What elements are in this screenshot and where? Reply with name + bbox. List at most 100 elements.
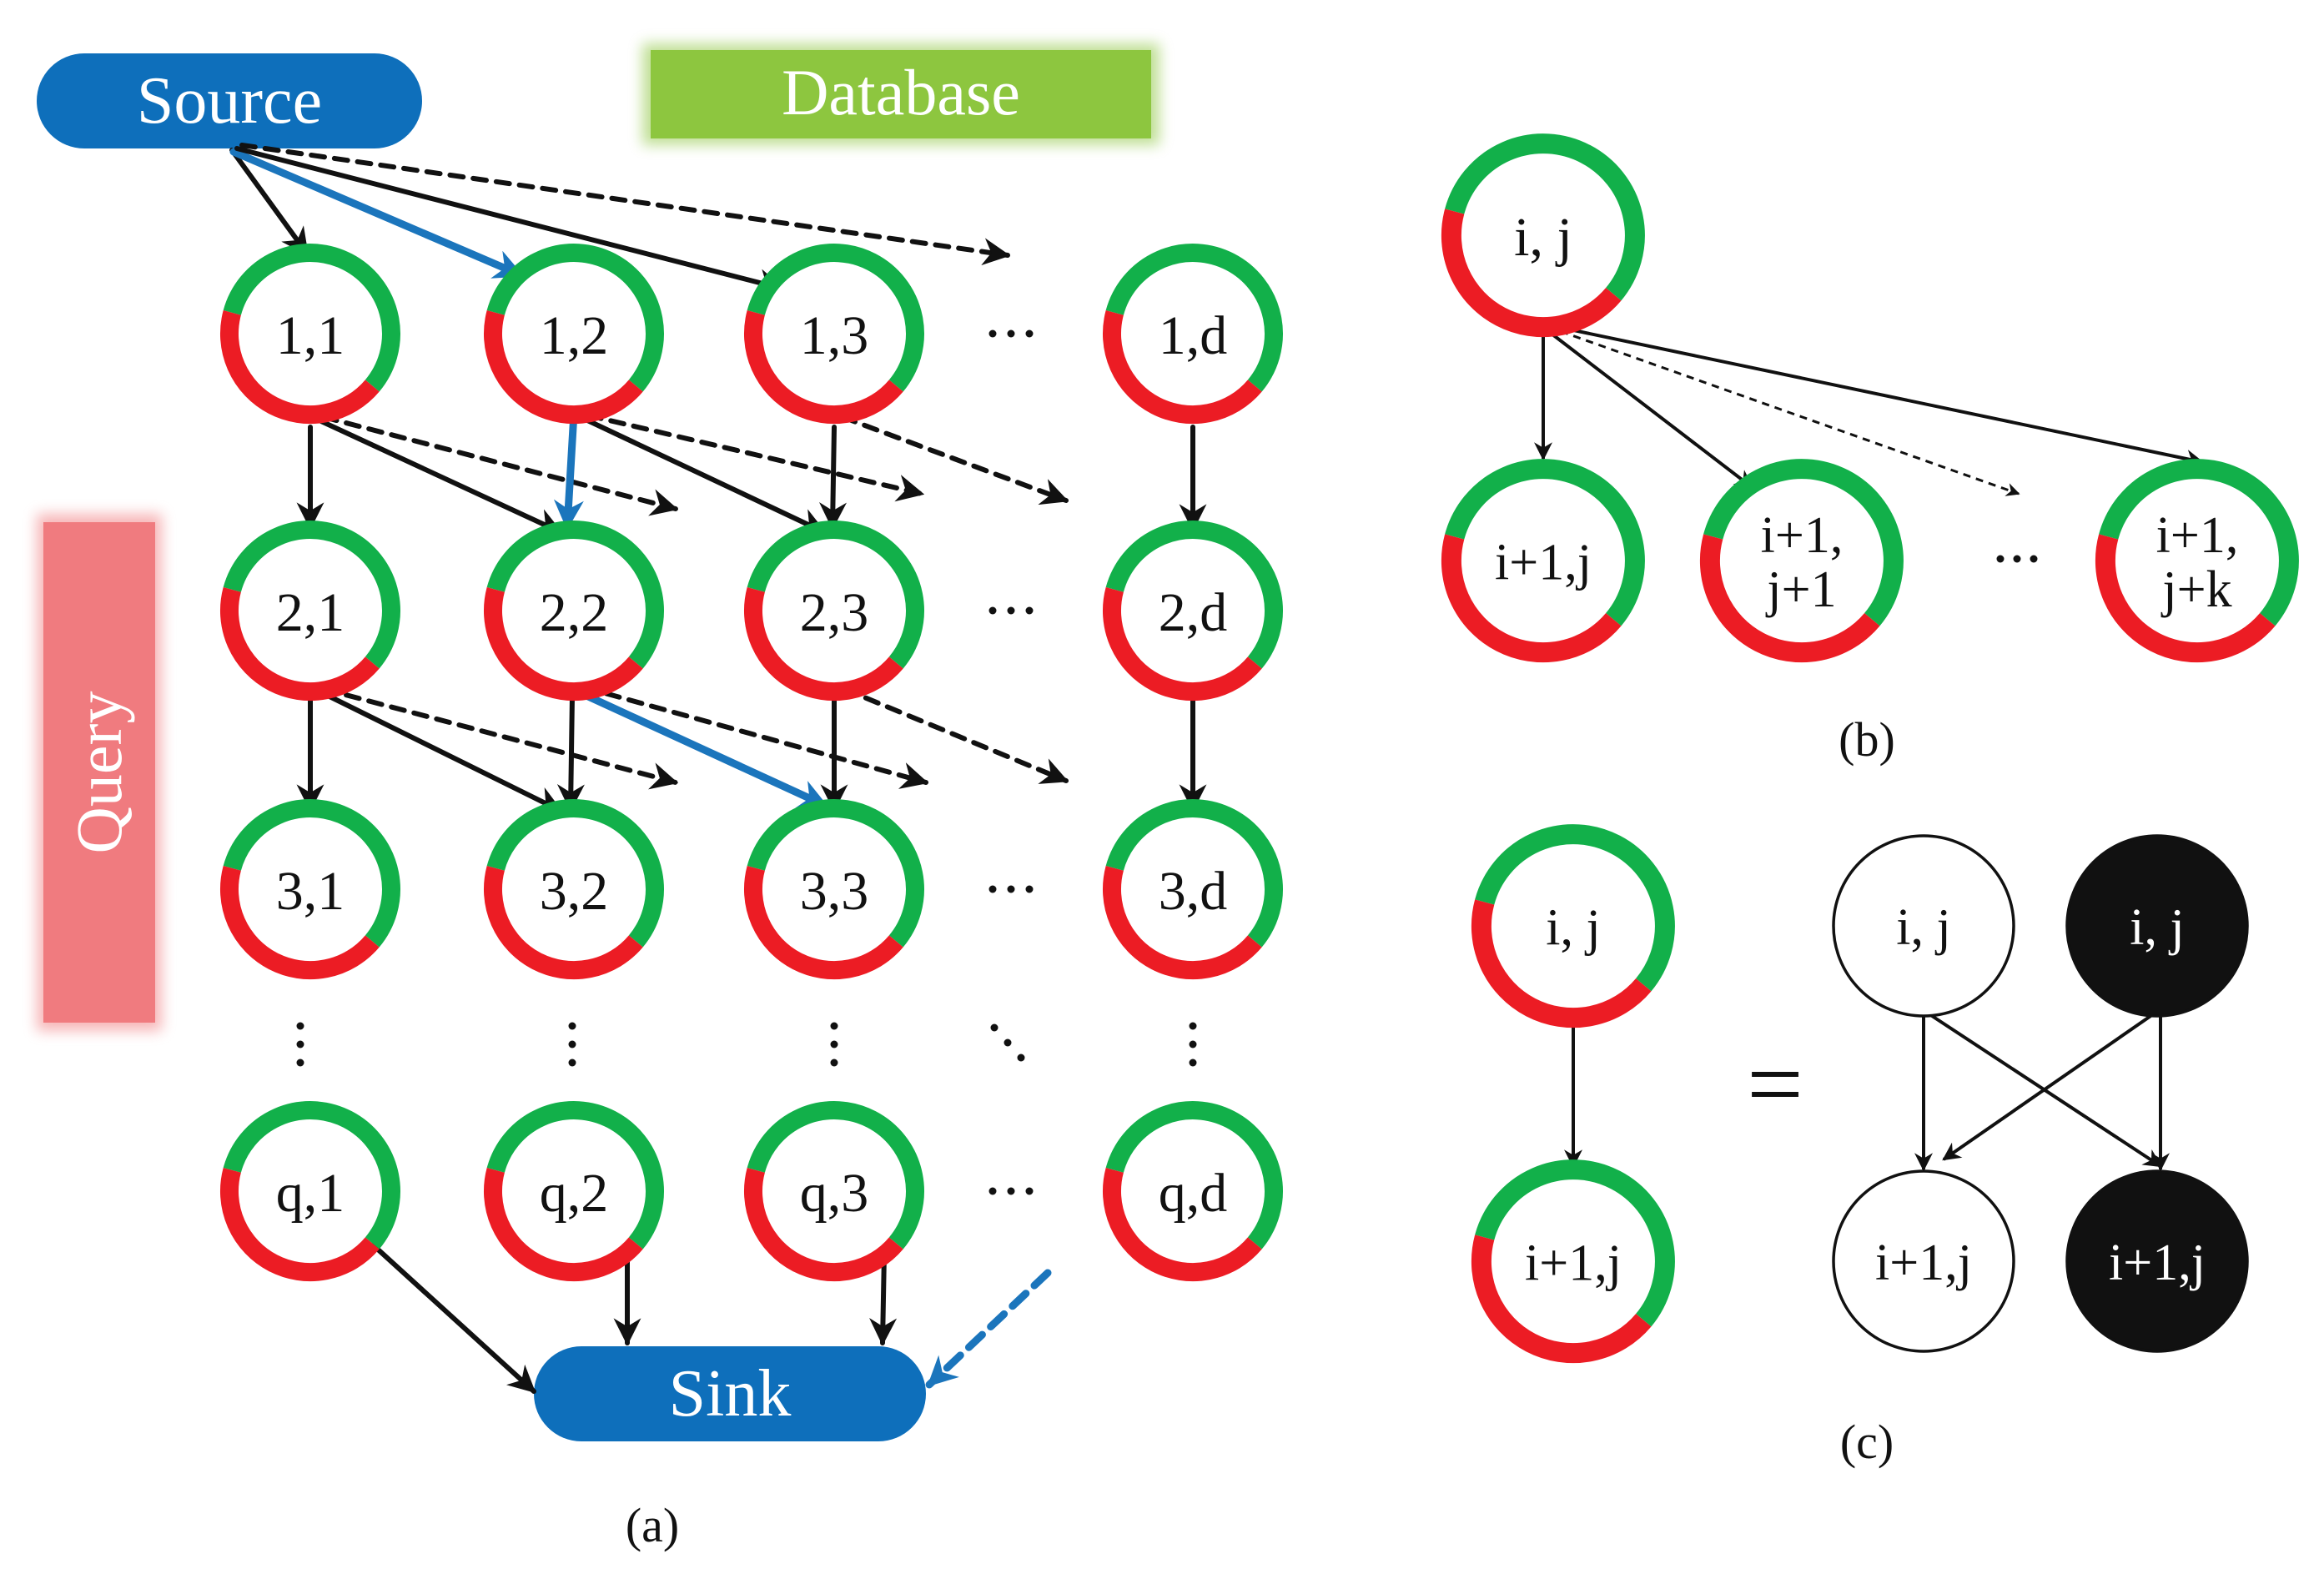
edge-c-black-white	[1942, 1011, 2157, 1161]
panel-b-node-parent-label: i, j	[1514, 207, 1572, 268]
panel-c-edges	[1564, 1011, 2170, 1172]
panel-c-ring-node-top-green-arc	[1475, 824, 1675, 992]
grid-node-3-1-red-arc	[219, 866, 380, 980]
grid-node-1-1-label: 1,1	[276, 305, 345, 366]
grid-node-q-2: q,2	[483, 1101, 664, 1282]
grid-node-3-3-red-arc	[743, 866, 903, 980]
panel-b-node-child-3-label: i+1,	[2156, 507, 2239, 564]
edge-22-33-highlight	[571, 686, 830, 810]
panel-c-ring-node-bottom: i+1,j	[1471, 1159, 1675, 1364]
grid-node-1-d-fill	[1112, 253, 1274, 415]
grid-node-2-d-red-arc	[1102, 587, 1262, 702]
panel-c-white-top-label: i, j	[1896, 899, 1950, 956]
grid-node-3-d-label: 3,d	[1159, 861, 1228, 922]
vertical-ellipsis-col-3	[830, 1022, 838, 1067]
edge-qd-sink-dashed	[925, 1269, 1052, 1389]
edge-source-13	[234, 146, 786, 296]
grid-node-q-2-label: q,2	[540, 1163, 609, 1224]
grid-node-2-2-green-arc	[486, 520, 664, 669]
grid-node-1-2: 1,2	[483, 244, 664, 425]
database-label: Database	[782, 56, 1020, 128]
grid-node-q-1: q,1	[219, 1101, 400, 1282]
panel-b-edges	[1534, 324, 2205, 496]
vertical-ellipsis-col-2	[568, 1022, 576, 1067]
grid-node-q-3-green-arc	[747, 1101, 924, 1250]
edge-11-22	[319, 419, 563, 535]
panel-c-ring-node-bottom-fill	[1481, 1169, 1665, 1353]
edge-12-23	[581, 416, 827, 535]
grid-node-2-d-fill	[1112, 530, 1274, 691]
panel-c-black-node-top	[2065, 834, 2249, 1018]
grid-node-q-3-label: q,3	[800, 1163, 869, 1224]
panel-b-ellipsis	[1996, 555, 2038, 563]
edge-source-11	[229, 148, 309, 256]
grid-ellipsis-markers	[296, 329, 1197, 1195]
grid-node-q-3-fill	[753, 1110, 915, 1272]
grid-node-3-2-fill	[493, 808, 655, 970]
grid-node-q-2-fill	[493, 1110, 655, 1272]
source-node: Source	[37, 53, 422, 148]
grid-node-q-3-red-arc	[743, 1168, 903, 1282]
grid-edges	[229, 143, 1207, 1394]
grid-node-q-1-label: q,1	[276, 1163, 345, 1224]
panel-c-white-node-bottom	[1832, 1169, 2015, 1353]
grid-node-3-d-green-arc	[1105, 799, 1283, 948]
edge-21-32	[319, 690, 563, 813]
panel-c-white-node-top	[1832, 834, 2015, 1018]
grid-node-1-2-green-arc	[486, 244, 664, 392]
grid-node-1-3-red-arc	[743, 310, 903, 425]
panel-b-node-child-2-green-arc	[1703, 459, 1904, 626]
panel-c-ring-node-bottom-red-arc	[1471, 1235, 1652, 1364]
grid-node-2-3-red-arc	[743, 587, 903, 702]
grid-node-3-2-green-arc	[486, 799, 664, 948]
database-label-box: Database	[642, 43, 1159, 145]
grid-node-2-2: 2,2	[483, 520, 664, 702]
ellipsis-row-2	[988, 606, 1034, 615]
edge-b-diag-k	[1549, 324, 2205, 468]
grid-node-3-1-fill	[229, 808, 391, 970]
grid-node-3-3: 3,3	[743, 799, 924, 980]
grid-node-q-3: q,3	[743, 1101, 924, 1282]
grid-node-1-2-label: 1,2	[540, 305, 609, 366]
grid-node-3-1: 3,1	[219, 799, 400, 980]
grid-node-3-3-fill	[753, 808, 915, 970]
ellipsis-row-1	[988, 329, 1034, 338]
diagonal-ellipsis	[990, 1023, 1025, 1062]
panel-c-ring-node-bottom-label: i+1,j	[1525, 1235, 1622, 1291]
ellipsis-row-q	[988, 1187, 1034, 1195]
grid-node-q-1-red-arc	[219, 1168, 380, 1282]
grid-node-q-d-green-arc	[1105, 1101, 1283, 1250]
edge-22-dashed	[581, 685, 929, 789]
caption-a: (a)	[626, 1498, 679, 1552]
grid-node-1-3: 1,3	[743, 244, 924, 425]
panel-b-node-parent-green-arc	[1445, 133, 1645, 301]
grid-node-3-2-red-arc	[483, 866, 643, 980]
grid-node-2-2-label: 2,2	[540, 582, 609, 643]
panel-b-node-parent: i, j	[1441, 133, 1645, 338]
grid-node-1-1: 1,1	[219, 244, 400, 425]
equals-sign: =	[1747, 1028, 1803, 1139]
panel-c-ring-node-bottom-green-arc	[1475, 1159, 1675, 1327]
grid-node-q-d-red-arc	[1102, 1168, 1262, 1282]
grid-node-1-d-label: 1,d	[1159, 305, 1228, 366]
grid-node-q-2-green-arc	[486, 1101, 664, 1250]
panel-c-ring-node-top-red-arc	[1471, 899, 1652, 1028]
grid-node-q-2-red-arc	[483, 1168, 643, 1282]
grid-node-2-1-green-arc	[223, 520, 400, 669]
grid-node-1-3-green-arc	[747, 244, 924, 392]
panel-b-node-child-3-label: j+k	[2161, 561, 2231, 618]
grid-node-2-3-green-arc	[747, 520, 924, 669]
grid-node-3-1-green-arc	[223, 799, 400, 948]
edge-12-22-highlight	[553, 409, 584, 531]
panel-b-node-child-2: i+1,j+1	[1699, 459, 1904, 663]
grid-node-1-1-green-arc	[223, 244, 400, 392]
ellipsis-row-3	[988, 885, 1034, 893]
edge-21-dashed	[321, 686, 679, 790]
edge-13-23	[818, 425, 847, 531]
grid-node-2-3-fill	[753, 530, 915, 691]
edge-12-dashed	[586, 413, 925, 502]
edge-23-dashed	[842, 686, 1069, 784]
grid-node-3-2-label: 3,2	[540, 861, 609, 922]
panel-b-node-parent-red-arc	[1441, 209, 1622, 338]
